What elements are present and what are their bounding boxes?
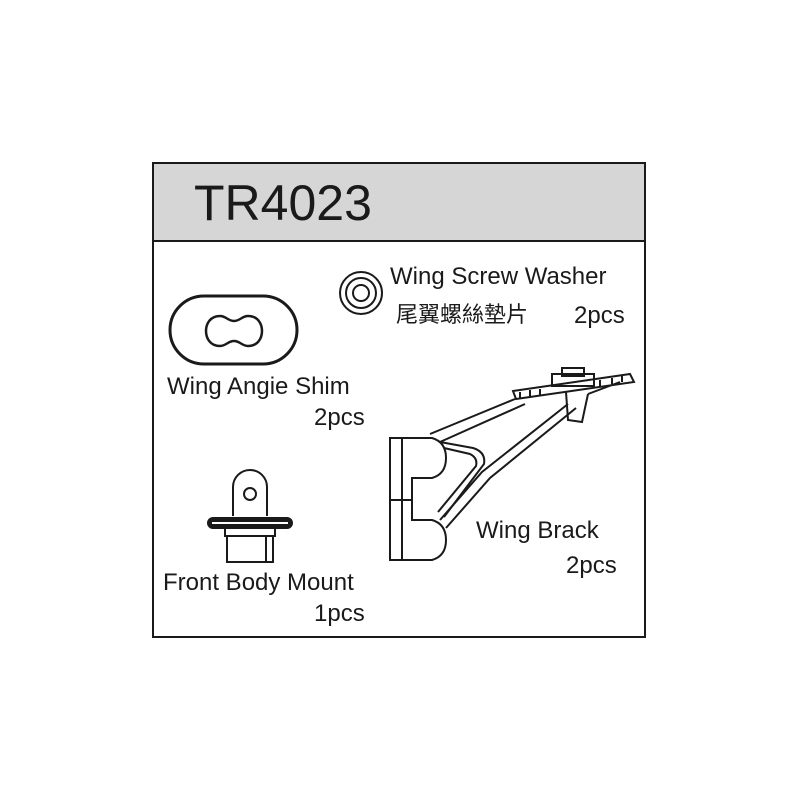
washer-qty: 2pcs bbox=[574, 302, 625, 329]
part-number: TR4023 bbox=[194, 175, 372, 231]
washer-icon bbox=[339, 271, 383, 315]
shim-qty: 2pcs bbox=[314, 404, 365, 431]
body-mount-icon bbox=[207, 469, 293, 563]
card-header: TR4023 bbox=[154, 164, 644, 242]
body-mount-qty: 1pcs bbox=[314, 600, 365, 627]
wing-bracket-icon bbox=[389, 367, 636, 561]
body-mount-name: Front Body Mount bbox=[163, 569, 354, 596]
bracket-qty: 2pcs bbox=[566, 552, 617, 579]
shim-icon bbox=[168, 294, 299, 366]
washer-name-zh: 尾翼螺絲墊片 bbox=[396, 303, 529, 328]
bracket-name: Wing Brack bbox=[476, 517, 599, 544]
parts-card: TR4023 bbox=[152, 162, 646, 638]
shim-name: Wing Angie Shim bbox=[167, 373, 350, 400]
washer-name: Wing Screw Washer bbox=[390, 263, 607, 290]
